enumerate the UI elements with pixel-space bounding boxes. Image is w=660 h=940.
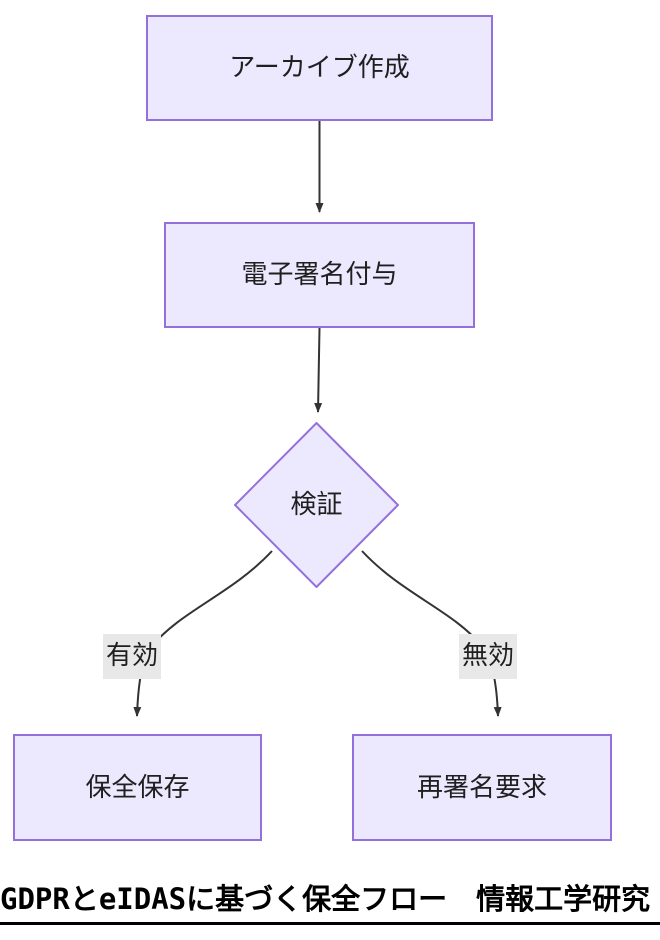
node-archive-label: アーカイブ作成 xyxy=(229,53,410,83)
edge-label-invalid: 無効 xyxy=(459,634,518,679)
flowchart: アーカイブ作成 電子署名付与 検証 保全保存 再署名要求 有効 無効 xyxy=(13,15,612,841)
node-digital-signature-label: 電子署名付与 xyxy=(241,260,398,290)
node-verify-decision-label: 検証 xyxy=(290,490,343,520)
caption-text: GDPRとeIDASに基づく保全フロー 情報工学研究 xyxy=(0,882,651,916)
node-archive[interactable]: アーカイブ作成 xyxy=(146,15,493,121)
node-preserve-label: 保全保存 xyxy=(85,772,190,803)
edge-label-valid: 有効 xyxy=(103,634,162,679)
caption-area: GDPRとeIDASに基づく保全フロー 情報工学研究 xyxy=(0,870,660,940)
diamond-shape-icon xyxy=(234,422,399,588)
node-digital-signature[interactable]: 電子署名付与 xyxy=(164,222,475,328)
edge-sign-to-verify xyxy=(314,327,323,413)
caption-divider xyxy=(0,922,660,925)
node-preserve[interactable]: 保全保存 xyxy=(13,734,262,841)
node-resign-request-label: 再署名要求 xyxy=(416,772,547,803)
node-verify-decision[interactable]: 検証 xyxy=(234,422,399,588)
node-resign-request[interactable]: 再署名要求 xyxy=(352,734,612,841)
